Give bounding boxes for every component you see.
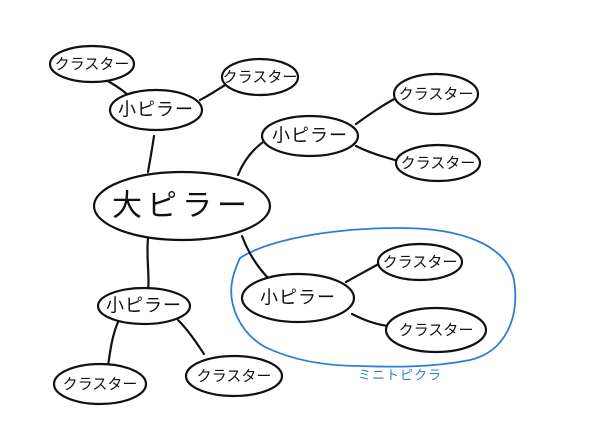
cluster-node-c: クラスター xyxy=(392,72,480,116)
connector-sub-bl-to-cluster-g xyxy=(106,320,120,368)
mini-topic-cluster-outline xyxy=(230,227,517,368)
cluster-label: クラスター xyxy=(197,367,272,385)
cluster-node-e: クラスター xyxy=(376,242,464,282)
connector-main-to-sub-top-left xyxy=(146,134,156,174)
cluster-label: クラスター xyxy=(399,321,474,339)
connector-main-to-sub-bottom-left xyxy=(146,236,150,292)
connector-sub-br-to-cluster-f xyxy=(350,312,390,328)
sub-pillar-label: 小ピラー xyxy=(106,296,182,317)
sub-pillar-node-right: 小ピラー xyxy=(260,114,360,158)
cluster-node-d: クラスター xyxy=(394,143,482,183)
cluster-label: クラスター xyxy=(383,253,458,271)
cluster-node-h: クラスター xyxy=(184,354,284,398)
mini-topic-cluster-label: ミニトピクラ xyxy=(358,369,442,384)
sub-pillar-node-bottom-left: 小ピラー xyxy=(96,286,192,326)
connector-sub-r-to-cluster-d xyxy=(354,144,404,164)
sub-pillar-label: 小ピラー xyxy=(272,126,348,147)
sub-pillar-node-top-left: 小ピラー xyxy=(108,88,204,132)
connector-sub-r-to-cluster-c xyxy=(354,94,402,126)
sub-pillar-label: 小ピラー xyxy=(260,288,336,309)
cluster-node-g: クラスター xyxy=(52,362,148,406)
cluster-node-f: クラスター xyxy=(384,306,488,354)
cluster-node-a: クラスター xyxy=(48,44,136,84)
sub-pillar-node-bottom-right: 小ピラー xyxy=(240,272,356,324)
sub-pillar-label: 小ピラー xyxy=(118,100,194,121)
cluster-label: クラスター xyxy=(223,68,298,86)
cluster-node-b: クラスター xyxy=(220,57,300,97)
main-pillar-node: 大ピラー xyxy=(92,170,272,242)
connector-sub-bl-to-cluster-h xyxy=(176,318,206,356)
cluster-label: クラスター xyxy=(401,154,476,172)
cluster-label: クラスター xyxy=(55,55,130,73)
cluster-label: クラスター xyxy=(399,85,474,103)
connector-main-to-sub-right xyxy=(236,138,268,177)
cluster-label: クラスター xyxy=(63,375,138,393)
connector-main-to-sub-bottom-right xyxy=(240,234,272,282)
main-pillar-label: 大ピラー xyxy=(112,189,252,224)
connector-sub-br-to-cluster-e xyxy=(344,260,384,284)
